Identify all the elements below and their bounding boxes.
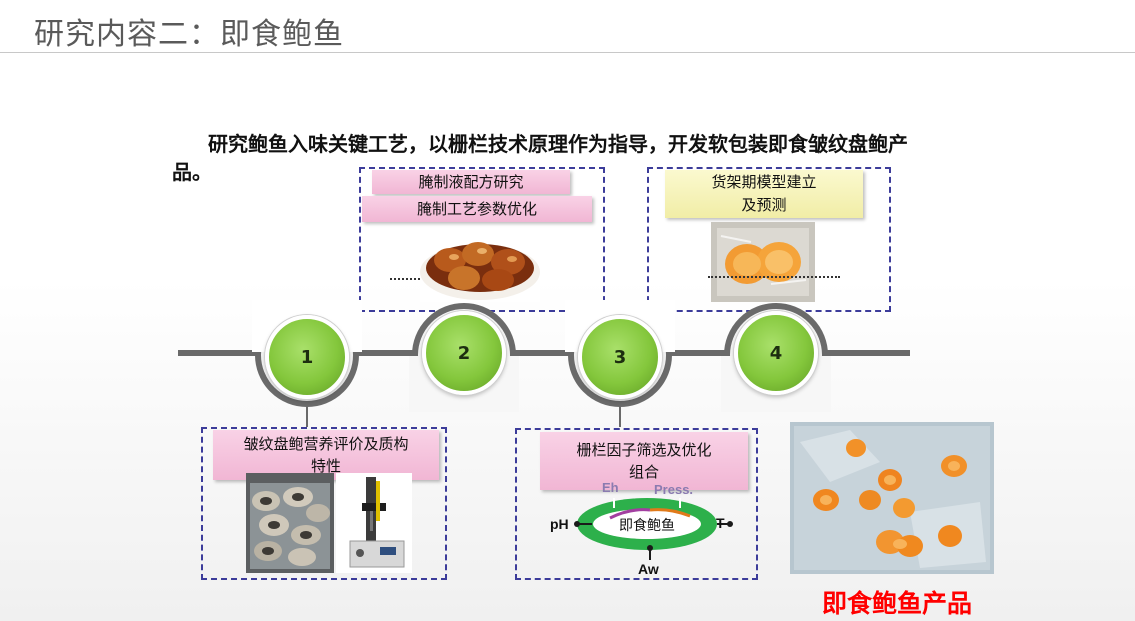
label-hurdle-factors: 栅栏因子筛选及优化 组合 [540, 432, 748, 490]
factor-t: T [716, 515, 725, 531]
product-caption: 即食鲍鱼产品 [822, 589, 973, 618]
hurdle-diagram: 即食鲍鱼 Eh Press. pH T Aw [550, 480, 733, 577]
label-shelf-life: 货架期模型建立 及预测 [665, 170, 863, 218]
label-hurdle-line1: 栅栏因子筛选及优化 [576, 441, 712, 459]
dotted-line-4 [708, 276, 840, 278]
factor-press: Press. [654, 482, 693, 497]
label-shelf-life-line1: 货架期模型建立 [711, 173, 817, 191]
slide-title: 研究内容二：即食鲍鱼 [34, 17, 344, 52]
timeline-node-1: 1 [265, 315, 349, 399]
label-nutrition-texture: 皱纹盘鲍营养评价及质构 特性 [213, 430, 439, 480]
label-marinade-formula: 腌制液配方研究 [372, 170, 570, 194]
timeline-node-4: 4 [734, 311, 818, 395]
intro-text: 研究鲍鱼入味关键工艺，以栅栏技术原理作为指导，开发软包装即食皱纹盘鲍产品。 [172, 132, 908, 184]
intro-paragraph: 研究鲍鱼入味关键工艺，以栅栏技术原理作为指导，开发软包装即食皱纹盘鲍产品。 [172, 130, 932, 186]
timeline-node-2: 2 [422, 311, 506, 395]
texture-analyzer-photo [336, 473, 412, 573]
stem-node-1 [306, 405, 308, 427]
packaged-abalone-photo [711, 222, 815, 302]
factor-aw: Aw [638, 561, 659, 577]
box-nutrition-texture [201, 427, 447, 580]
label-hurdle-line2: 组合 [628, 463, 659, 481]
label-shelf-life-line2: 及预测 [741, 196, 787, 214]
factor-eh: Eh [602, 480, 619, 495]
label-nutrition-line1: 皱纹盘鲍营养评价及质构 [243, 435, 409, 453]
factor-center: 即食鲍鱼 [619, 517, 675, 534]
ready-to-eat-abalone-product-photo [790, 422, 994, 574]
timeline-bar [178, 350, 910, 356]
timeline-node-3: 3 [578, 315, 662, 399]
label-marinade-params: 腌制工艺参数优化 [362, 196, 592, 222]
dotted-line-2 [390, 278, 420, 280]
box-hurdle-factors [515, 428, 758, 580]
stem-node-3 [619, 405, 621, 427]
raw-abalone-photo [246, 473, 334, 573]
title-divider [0, 52, 1135, 53]
label-nutrition-line2: 特性 [310, 457, 341, 475]
braised-abalone-photo [420, 230, 540, 302]
factor-ph: pH [550, 516, 569, 532]
